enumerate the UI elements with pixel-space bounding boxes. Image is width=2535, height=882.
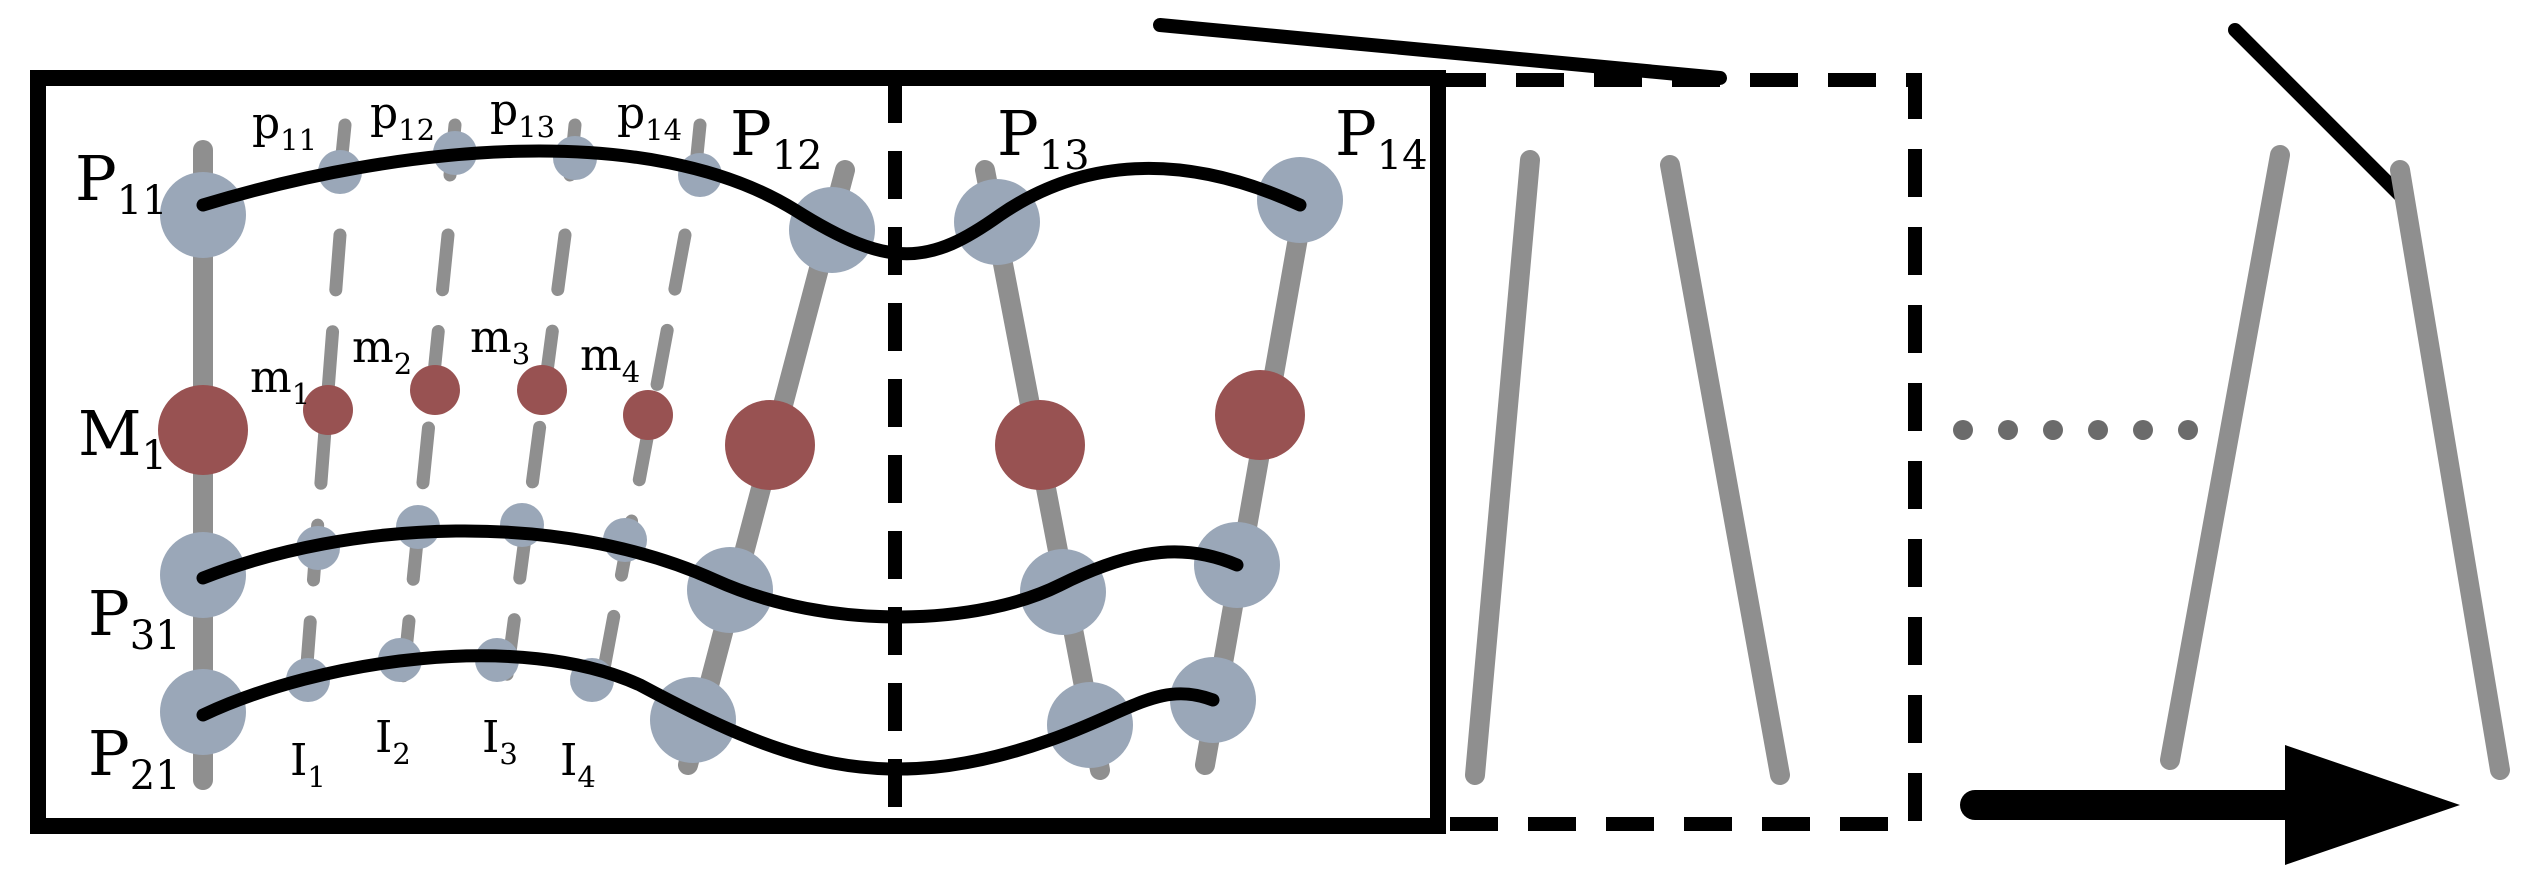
rods bbox=[193, 118, 2510, 790]
masses bbox=[158, 365, 1305, 490]
top-tilted-bar bbox=[1153, 18, 1727, 85]
node-P11 bbox=[160, 172, 246, 258]
ellipsis-dots bbox=[1953, 420, 2198, 440]
rod-right-4 bbox=[2390, 160, 2510, 780]
label-m1: m1 bbox=[250, 352, 310, 411]
mass-m4 bbox=[623, 390, 673, 440]
wave-top bbox=[196, 144, 1307, 261]
mass-M1 bbox=[158, 385, 248, 475]
label-M1: M1 bbox=[78, 397, 167, 479]
solid-frame bbox=[30, 70, 1446, 834]
label-m2: m2 bbox=[352, 322, 412, 381]
label-P21: P21 bbox=[88, 717, 181, 799]
label-p12: p12 bbox=[370, 88, 435, 147]
mass-m1 bbox=[303, 385, 353, 435]
label-p11: p11 bbox=[252, 98, 317, 157]
label-P31: P31 bbox=[88, 577, 181, 659]
label-I3: I3 bbox=[482, 712, 518, 771]
right-arrow-icon bbox=[1960, 745, 2460, 865]
mass-m2 bbox=[410, 365, 460, 415]
mass-right-1 bbox=[725, 400, 815, 490]
label-P12: P12 bbox=[730, 97, 823, 179]
wave-bottom bbox=[196, 649, 1220, 776]
rod-dashed-3 bbox=[498, 228, 572, 697]
mass-right-2 bbox=[995, 400, 1085, 490]
rod-right-1 bbox=[1465, 150, 1540, 785]
label-I1: I1 bbox=[290, 735, 326, 794]
rod-right-3 bbox=[2160, 145, 2290, 770]
mass-m3 bbox=[517, 365, 567, 415]
rod-right-2 bbox=[1660, 155, 1790, 785]
label-p13: p13 bbox=[490, 85, 555, 144]
wave-curves bbox=[196, 144, 1307, 776]
rod-dashed-2 bbox=[395, 228, 455, 697]
label-p14: p14 bbox=[617, 88, 682, 147]
wave-middle bbox=[196, 524, 1244, 624]
label-m4: m4 bbox=[580, 330, 640, 389]
rod-dashed-4 bbox=[593, 228, 692, 697]
label-m3: m3 bbox=[470, 312, 530, 371]
rod-dashed-1 bbox=[298, 228, 347, 697]
label-P14: P14 bbox=[1335, 97, 1428, 179]
label-I4: I4 bbox=[560, 735, 596, 794]
upper-right-diagonal-bar bbox=[2228, 23, 2407, 202]
label-I2: I2 bbox=[375, 712, 411, 771]
mass-right-3 bbox=[1215, 370, 1305, 460]
label-P11: P11 bbox=[75, 142, 168, 224]
label-P13: P13 bbox=[997, 97, 1090, 179]
